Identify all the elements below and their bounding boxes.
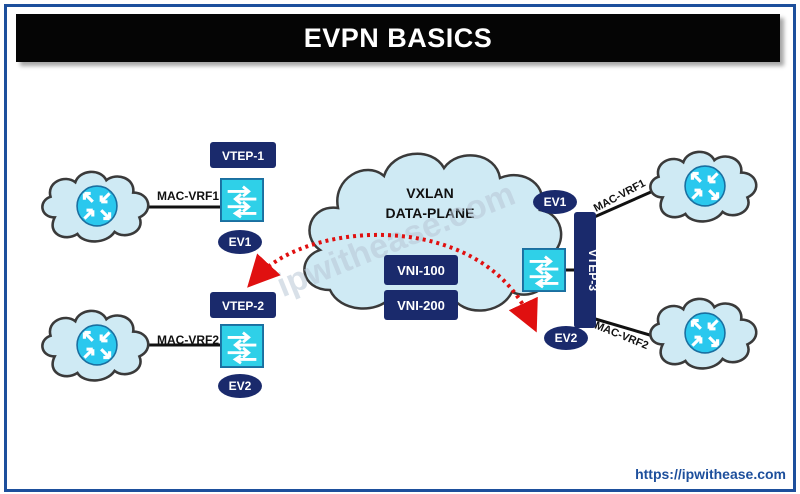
vtep3-label-box <box>574 212 596 328</box>
router-icon <box>76 185 118 227</box>
vtep3-ev2-badge <box>544 326 588 350</box>
router-icon <box>684 312 726 354</box>
vtep3-label: VTEP-3 <box>586 249 600 291</box>
vni-200-label: VNI-200 <box>397 298 445 313</box>
cloud-label-data-plane: DATA-PLANE <box>386 205 475 221</box>
vni-100-label: VNI-100 <box>397 263 445 278</box>
page-title: EVPN BASICS <box>16 14 780 62</box>
vtep1-ev-label: EV1 <box>229 235 252 249</box>
router-icon <box>76 324 118 366</box>
link-mac-vrf1-right <box>591 186 661 220</box>
vtep3-ev1-badge <box>533 190 577 214</box>
vtep1-label-box <box>210 142 276 168</box>
customer-cloud-4 <box>649 297 758 370</box>
mac-vrf2-left-label: MAC-VRF2 <box>157 333 219 347</box>
website-url: https://ipwithease.com <box>635 466 786 482</box>
vtep2-switch-icon <box>220 324 264 368</box>
router-icon <box>684 165 726 207</box>
vtep3-switch-icon <box>522 248 566 292</box>
vtep2-label-box <box>210 292 276 318</box>
vtep1-ev-badge <box>218 230 262 254</box>
customer-cloud-3 <box>649 150 758 223</box>
vtep3-ev1-label: EV1 <box>544 195 567 209</box>
vtep1-switch-icon <box>220 178 264 222</box>
cloud-label-vxlan: VXLAN <box>406 185 453 201</box>
vtep2-ev-label: EV2 <box>229 379 252 393</box>
vtep3-ev2-label: EV2 <box>555 331 578 345</box>
vtep1-label: VTEP-1 <box>222 149 264 163</box>
vtep2-label: VTEP-2 <box>222 299 264 313</box>
mac-vrf1-left-label: MAC-VRF1 <box>157 189 219 203</box>
mac-vrf2-right-label: MAC-VRF2 <box>593 320 650 352</box>
link-mac-vrf2-right <box>591 316 661 340</box>
customer-cloud-1 <box>41 170 150 243</box>
customer-cloud-2 <box>41 309 150 382</box>
vtep2-ev-badge <box>218 374 262 398</box>
evpn-route-arrow <box>247 232 538 333</box>
